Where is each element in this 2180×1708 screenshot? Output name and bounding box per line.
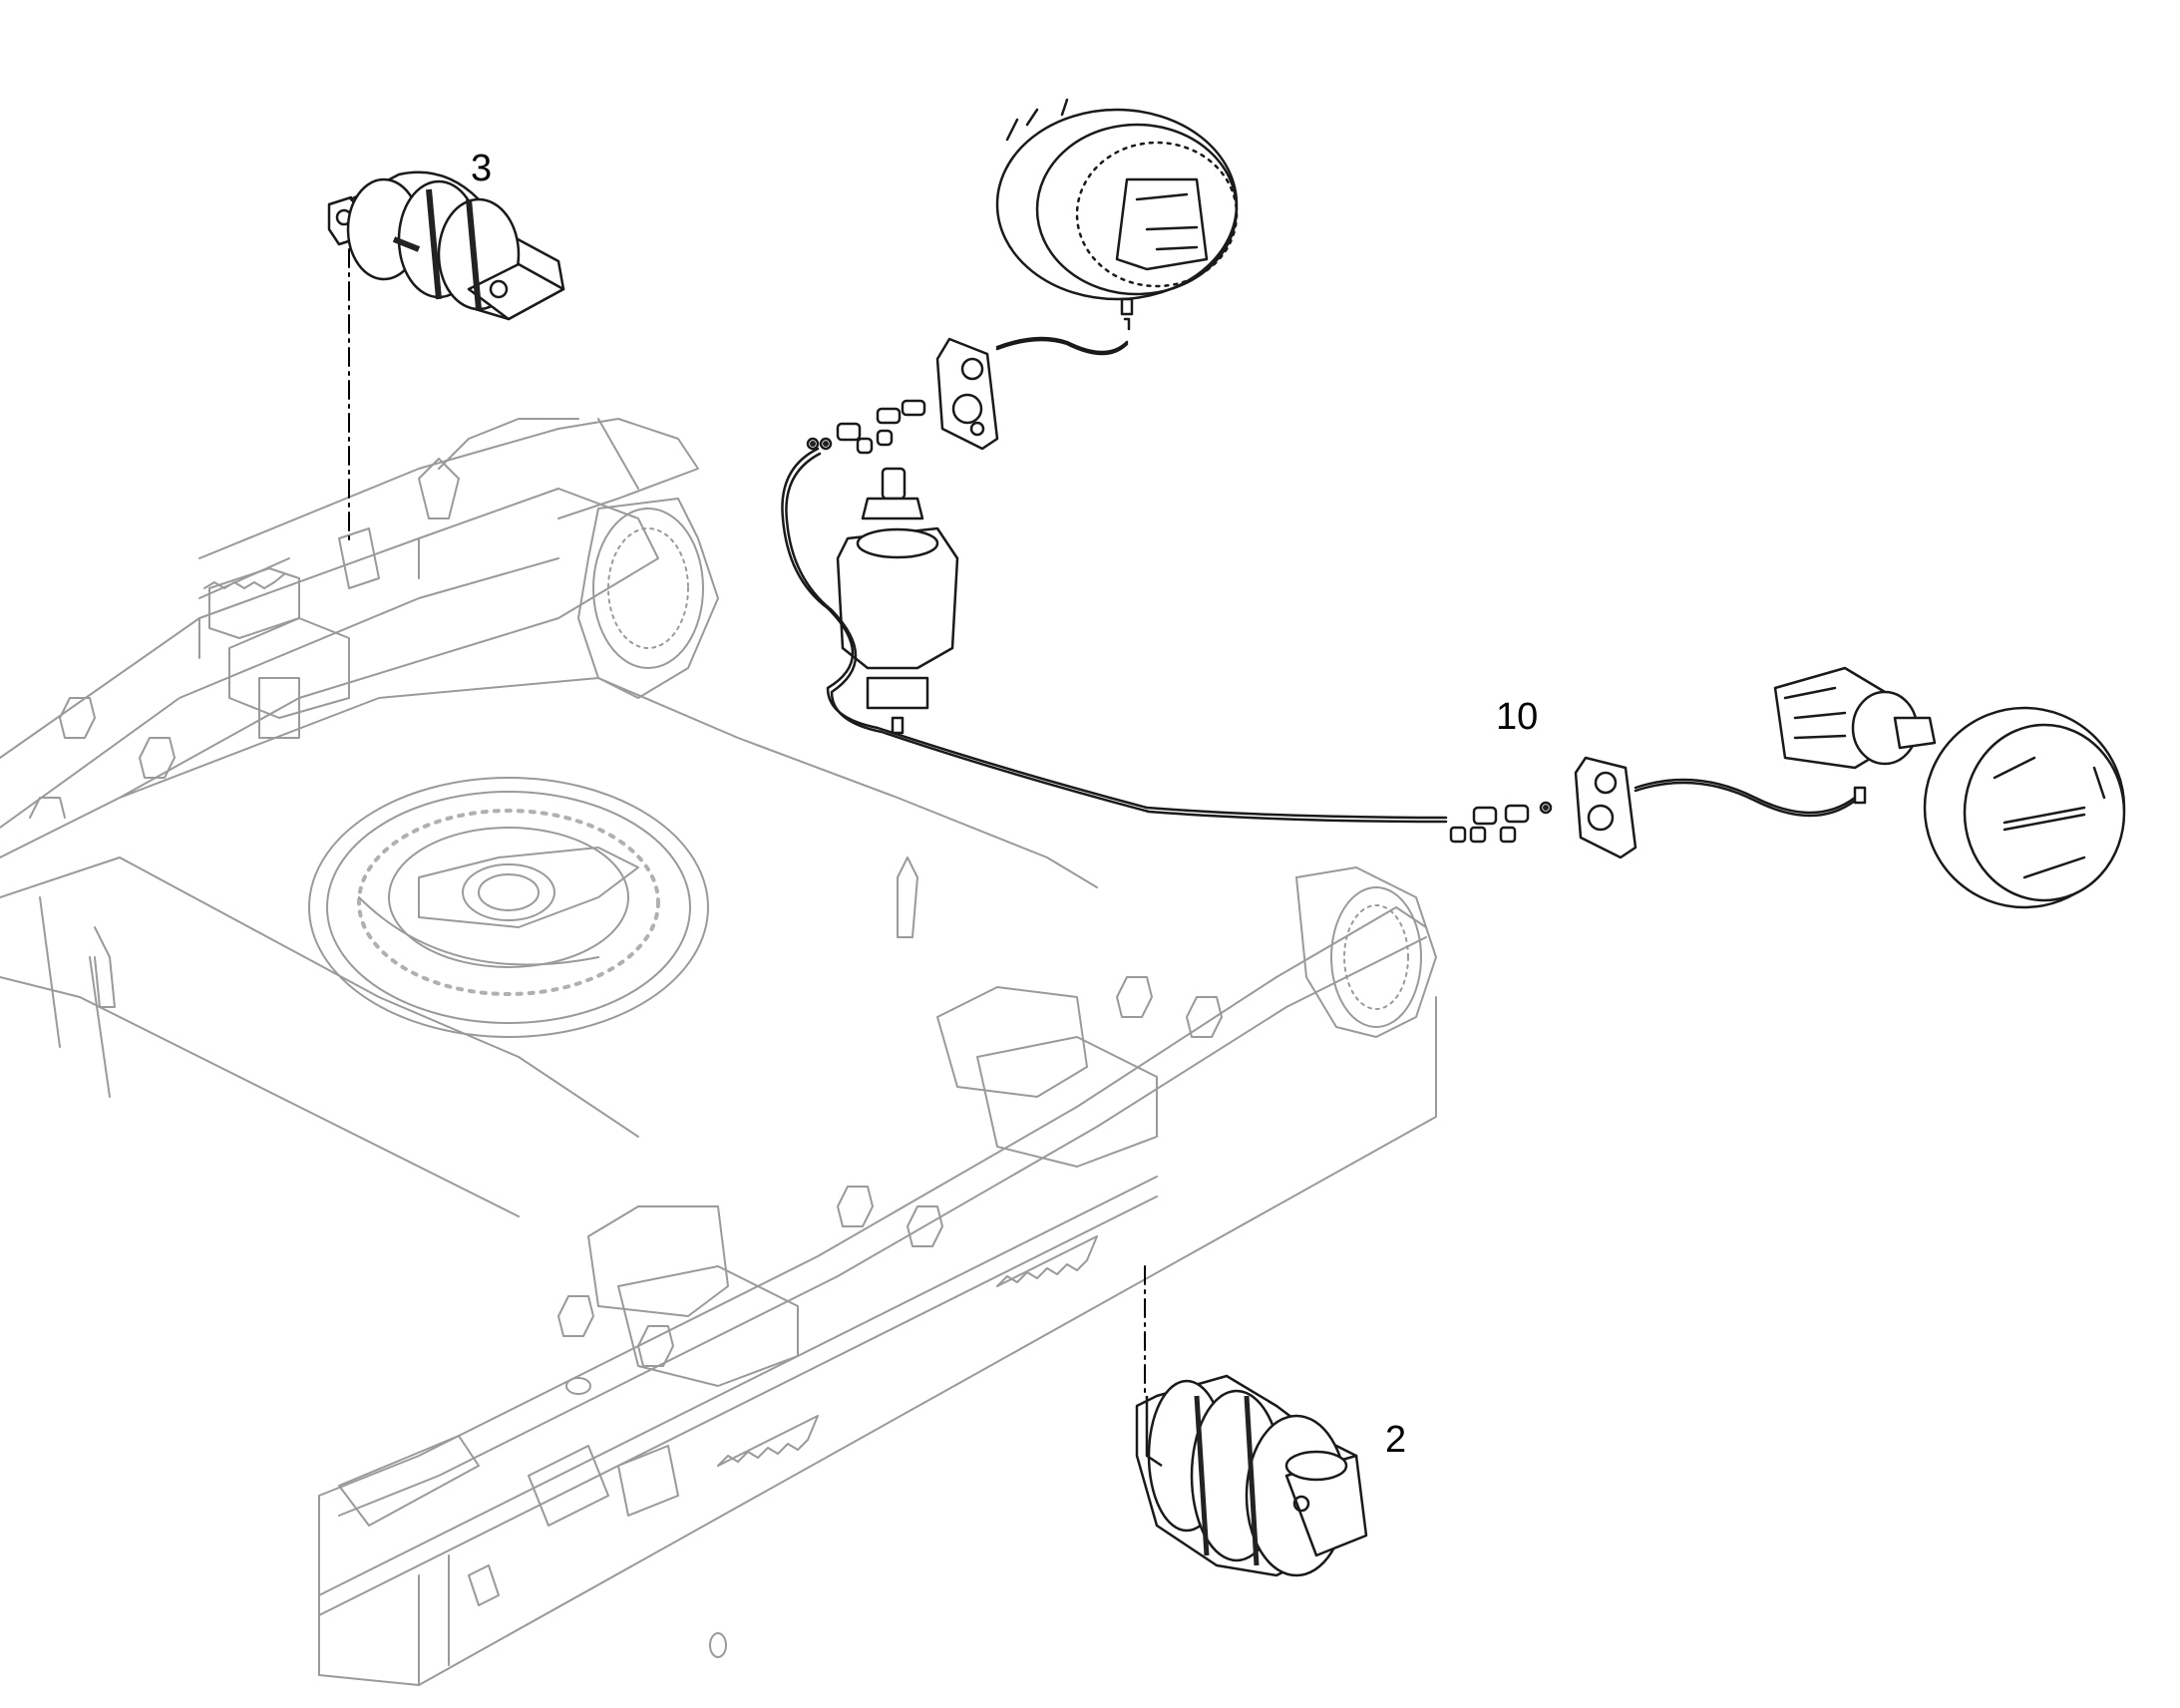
fittings-lower <box>1449 801 1553 844</box>
carrier-roller <box>327 171 565 321</box>
travel-motor-upper <box>995 98 1239 331</box>
fittings-upper <box>806 399 926 455</box>
callout-3: 3 <box>471 148 493 189</box>
callout-10: 10 <box>1496 696 1539 738</box>
hose-bracket-upper <box>935 337 999 451</box>
undercarriage-frame <box>0 418 1437 1686</box>
hydraulic-assembly <box>781 98 2126 909</box>
travel-motor-lower <box>1773 666 2126 909</box>
track-roller <box>1135 1374 1368 1577</box>
rotary-joint <box>836 467 959 735</box>
hose-bracket-lower <box>1574 756 1637 859</box>
slewing-ring <box>308 777 709 1038</box>
alignment-line <box>348 248 1146 1397</box>
callout-2: 2 <box>1385 1419 1407 1461</box>
